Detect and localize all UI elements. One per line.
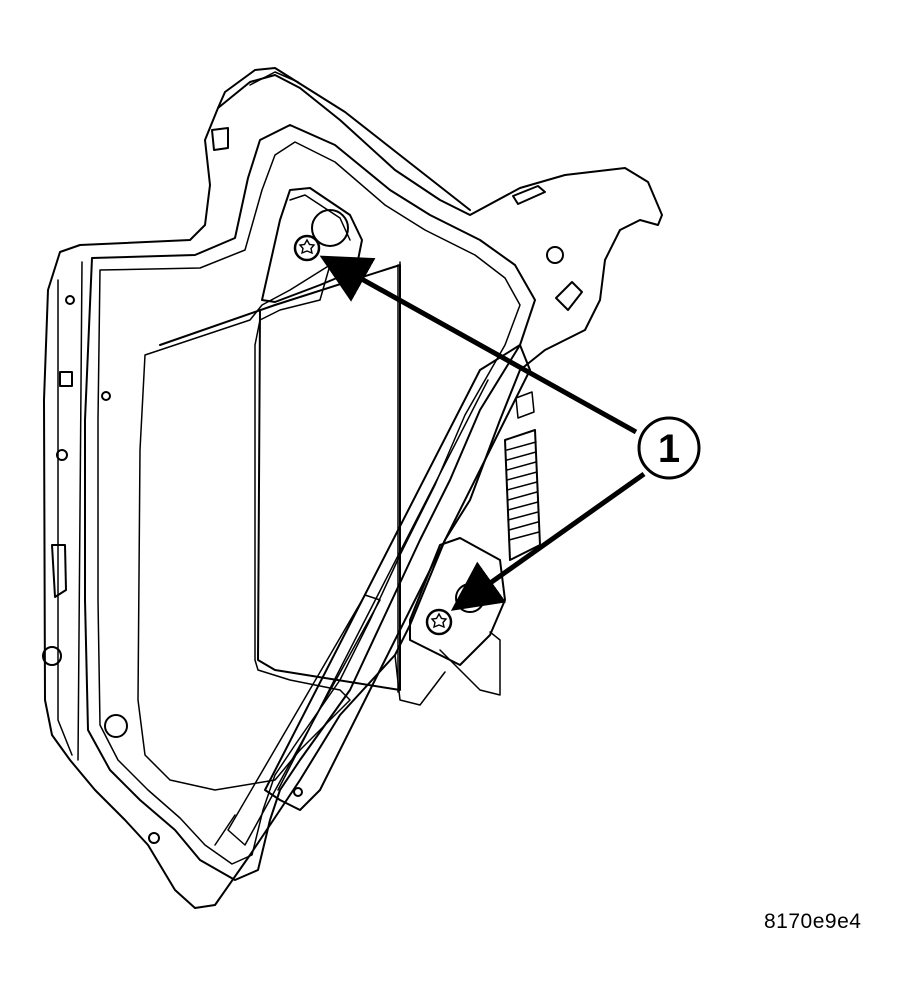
- regulator-gear: [504, 391, 541, 561]
- frame-rib-outer: [84, 124, 536, 881]
- callout-bubble: 1: [637, 416, 701, 480]
- leader-arrow-upper: [319, 255, 638, 435]
- door-frame-outline: [43, 74, 663, 909]
- figure-code: 8170e9e4: [764, 910, 862, 933]
- window-opening: [137, 264, 351, 791]
- upper-screw-icon: [293, 234, 321, 262]
- glass-panel: [159, 264, 401, 691]
- leader-arrow-lower: [450, 471, 646, 611]
- lower-bracket: [409, 537, 506, 666]
- lower-screw-icon: [425, 608, 453, 636]
- callout-label: 1: [658, 427, 680, 471]
- upper-bracket: [261, 187, 363, 303]
- leader-arrows: [319, 255, 646, 611]
